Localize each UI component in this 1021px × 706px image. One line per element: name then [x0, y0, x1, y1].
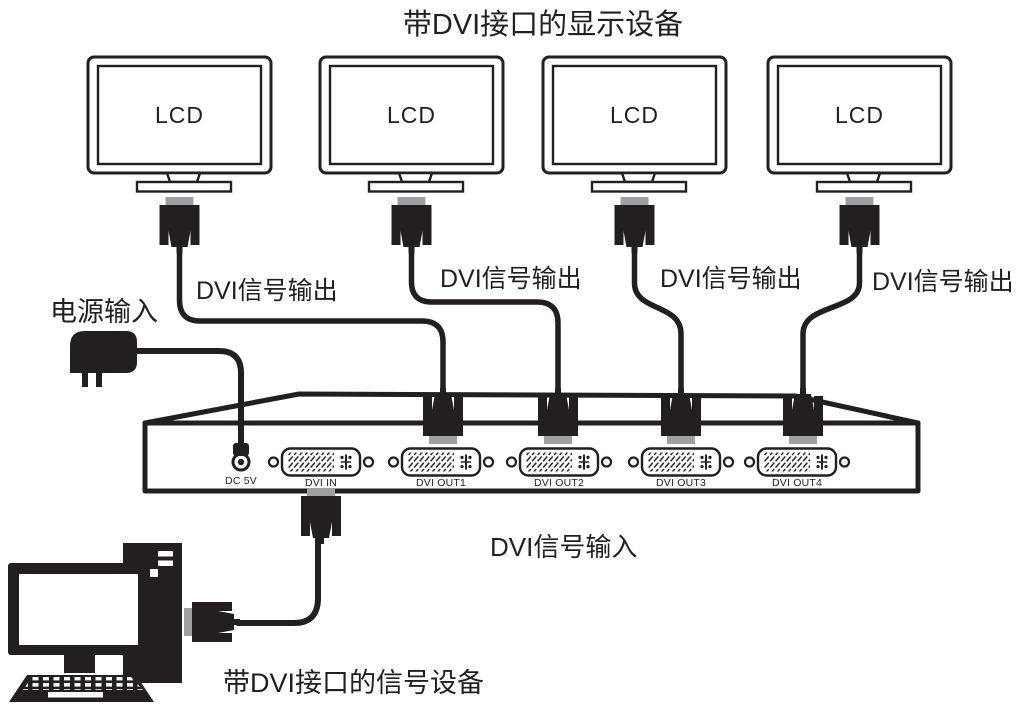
splitter-box: DC 5V DVI IN DVI OUT1 DVI OUT2 DVI OUT3 …: [142, 391, 921, 494]
port-label-dvi-out3: DVI OUT3: [656, 477, 706, 489]
lcd-label-3: LCD: [610, 102, 659, 128]
dvi-cable-2: [408, 237, 561, 417]
cable-label-dvi-output-1: DVI信号输出: [196, 277, 338, 305]
lcd-monitor-4: LCD: [766, 55, 953, 253]
dvi-plug-monitor-3: [614, 197, 655, 253]
adapter-prong: [82, 373, 88, 387]
computer-screen: [19, 574, 138, 645]
lcd-label-1: LCD: [155, 102, 204, 128]
adapter-prong: [96, 373, 102, 387]
tower-power-button: [150, 569, 158, 577]
keyboard-keys: [23, 677, 143, 690]
lcd-monitor-3: LCD: [541, 55, 728, 253]
port-label-dvi-out1: DVI OUT1: [416, 477, 466, 489]
port-label-dvi-out2: DVI OUT2: [534, 477, 584, 489]
lcd-label-2: LCD: [387, 102, 436, 128]
dvi-input-cable: [235, 535, 321, 626]
dc-plug-tip: [233, 443, 249, 456]
dvi-out3-port: [627, 447, 735, 477]
dvi-in-port: [267, 447, 375, 477]
cable-label-dvi-output-2: DVI信号输出: [440, 265, 582, 293]
keyboard-spacebar: [48, 692, 103, 698]
dvi-cable-1: [176, 237, 446, 417]
dvi-plug-out1: [423, 388, 463, 444]
dvi-plug-out3: [661, 388, 701, 444]
tower-drive-slot: [158, 551, 173, 557]
dvi-plug-monitor-1: [159, 197, 200, 253]
dvi-plug-input: [301, 488, 341, 544]
dvi-out2-port: [505, 447, 613, 477]
computer-monitor-stand: [64, 655, 95, 673]
signal-device-caption: 带DVI接口的信号设备: [223, 668, 484, 698]
dvi-plug-monitor-4: [839, 197, 880, 253]
dc-power-jack: [231, 452, 251, 472]
port-label-dvi-in: DVI IN: [305, 477, 337, 489]
power-adapter: [70, 331, 137, 387]
dvi-plug-computer: [184, 602, 240, 642]
dvi-plug-monitor-2: [391, 197, 432, 253]
dvi-cable-3: [631, 237, 684, 417]
computer: [8, 543, 240, 702]
power-cable: [132, 348, 244, 449]
lcd-monitor-1: LCD: [86, 55, 273, 253]
lcd-label-4: LCD: [835, 102, 884, 128]
power-jack-label: DC 5V: [225, 475, 257, 487]
dvi-out4-port: [743, 447, 851, 477]
dvi-input-label: DVI信号输入: [490, 532, 637, 562]
port-label-dvi-out4: DVI OUT4: [772, 477, 822, 489]
dvi-plug-out4: [783, 388, 823, 444]
dvi-plug-out2: [538, 388, 578, 444]
cable-label-dvi-output-4: DVI信号输出: [872, 268, 1014, 296]
dvi-cable-4: [800, 237, 863, 417]
diagram-title: 带DVI接口的显示设备: [403, 8, 683, 41]
cable-label-dvi-output-3: DVI信号输出: [660, 265, 802, 293]
power-input-label: 电源输入: [50, 297, 158, 327]
lcd-monitor-2: LCD: [318, 55, 505, 253]
dvi-out1-port: [387, 447, 495, 477]
tower-drive-slot: [158, 560, 173, 566]
